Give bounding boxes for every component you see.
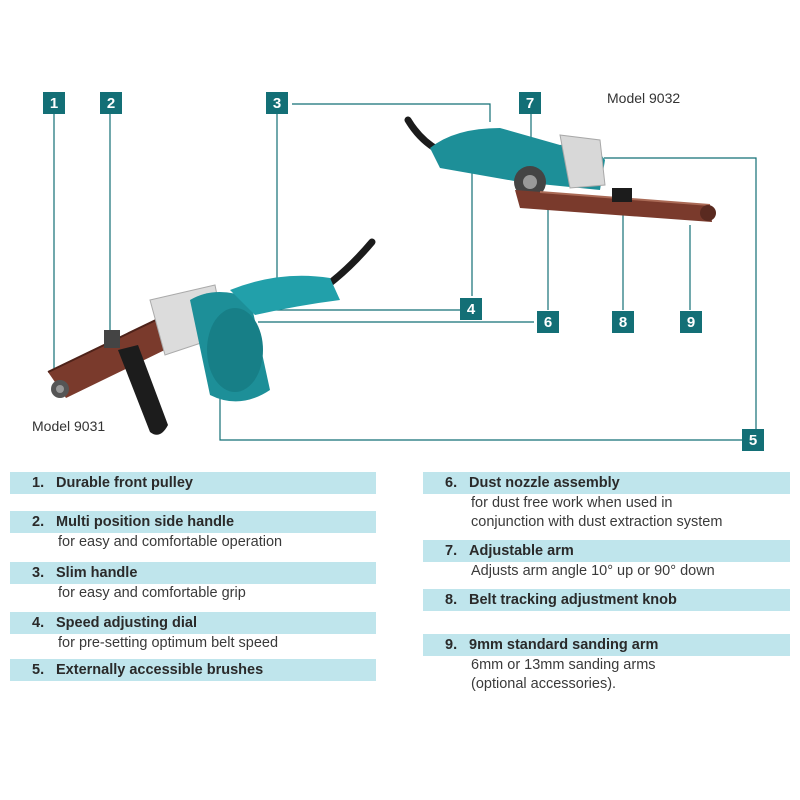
feature-6-desc: for dust free work when used in conjunct… [423,494,790,532]
feature-2: 2. Multi position side handle for easy a… [10,511,376,552]
feature-7-desc-line: Adjusts arm angle 10° up or 90° down [471,563,715,579]
feature-2-desc: for easy and comfortable operation [10,533,376,552]
feature-4: 4. Speed adjusting dial for pre-setting … [10,612,376,653]
feature-4-desc: for pre-setting optimum belt speed [10,634,376,653]
feature-3: 3. Slim handle for easy and comfortable … [10,562,376,603]
feature-8-bar: 8. Belt tracking adjustment knob [423,589,790,611]
feature-3-title: Slim handle [56,565,138,581]
callout-8: 8 [612,311,634,333]
feature-9-num: 9. [445,637,458,653]
feature-7-bar: 7. Adjustable arm [423,540,790,562]
feature-4-num: 4. [32,615,45,631]
feature-7: 7. Adjustable arm Adjusts arm angle 10° … [423,540,790,581]
leader-lines [53,103,757,441]
feature-9-desc-line-2: (optional accessories). [471,676,617,692]
feature-3-num: 3. [32,565,45,581]
feature-9-title: 9mm standard sanding arm [469,637,659,653]
feature-6: 6. Dust nozzle assembly for dust free wo… [423,472,790,532]
model-9032-label: Model 9032 [607,90,681,106]
feature-6-title: Dust nozzle assembly [469,475,620,491]
feature-4-title: Speed adjusting dial [56,615,197,631]
feature-1-bar: 1. Durable front pulley [10,472,376,494]
callout-3: 3 [266,92,288,114]
feature-6-bar: 6. Dust nozzle assembly [423,472,790,494]
feature-9: 9. 9mm standard sanding arm 6mm or 13mm … [423,634,790,694]
feature-5-title: Externally accessible brushes [56,662,264,678]
callout-4: 4 [460,298,482,320]
feature-7-title: Adjustable arm [469,543,574,559]
model-9031-label: Model 9031 [32,418,106,434]
callout-6: 6 [537,311,559,333]
feature-3-desc: for easy and comfortable grip [10,584,376,603]
feature-7-desc: Adjusts arm angle 10° up or 90° down [423,562,790,581]
feature-6-desc-line-2: conjunction with dust extraction system [471,514,723,530]
model-9032-illustration [404,116,716,222]
feature-5: 5. Externally accessible brushes [10,659,376,681]
feature-3-bar: 3. Slim handle [10,562,376,584]
feature-7-num: 7. [445,543,458,559]
callout-1: 1 [43,92,65,114]
feature-9-desc: 6mm or 13mm sanding arms (optional acces… [423,656,790,694]
feature-2-desc-line: for easy and comfortable operation [58,534,283,550]
feature-6-desc-line-1: for dust free work when used in [471,495,673,511]
model-9031-illustration [47,238,376,435]
callout-2: 2 [100,92,122,114]
feature-2-num: 2. [32,514,45,530]
feature-1-num: 1. [32,475,45,491]
feature-3-desc-line: for easy and comfortable grip [58,585,246,601]
feature-1: 1. Durable front pulley [10,472,376,494]
feature-4-bar: 4. Speed adjusting dial [10,612,376,634]
feature-2-bar: 2. Multi position side handle [10,511,376,533]
feature-8-num: 8. [445,592,458,608]
feature-8-title: Belt tracking adjustment knob [469,592,677,608]
callout-9: 9 [680,311,702,333]
feature-5-num: 5. [32,662,45,678]
feature-9-bar: 9. 9mm standard sanding arm [423,634,790,656]
callout-5: 5 [742,429,764,451]
feature-1-title: Durable front pulley [56,475,193,491]
diagram-drawing [47,103,757,441]
feature-6-num: 6. [445,475,458,491]
feature-5-bar: 5. Externally accessible brushes [10,659,376,681]
feature-4-desc-line: for pre-setting optimum belt speed [58,635,279,651]
feature-8: 8. Belt tracking adjustment knob [423,589,790,611]
feature-9-desc-line-1: 6mm or 13mm sanding arms [471,657,656,673]
feature-2-title: Multi position side handle [56,514,235,530]
tool-diagram: 1 2 3 4 5 6 7 8 9 Model 9032 Model 9031 [32,90,764,451]
callout-7: 7 [519,92,541,114]
